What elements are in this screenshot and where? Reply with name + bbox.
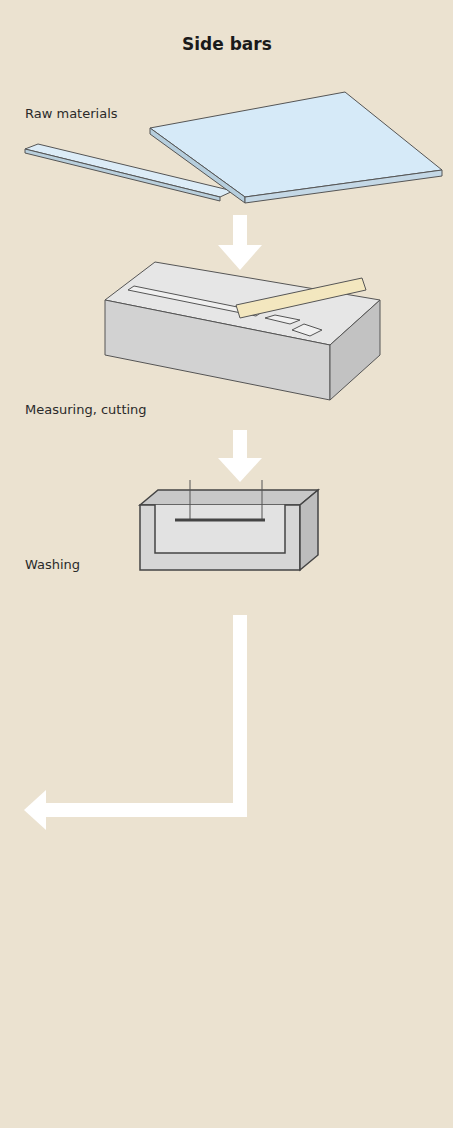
panel-title: Side bars: [182, 34, 272, 54]
step-label: Raw materials: [25, 106, 118, 121]
step-label: Measuring, cutting: [25, 402, 147, 417]
step-label: Washing: [25, 557, 80, 572]
